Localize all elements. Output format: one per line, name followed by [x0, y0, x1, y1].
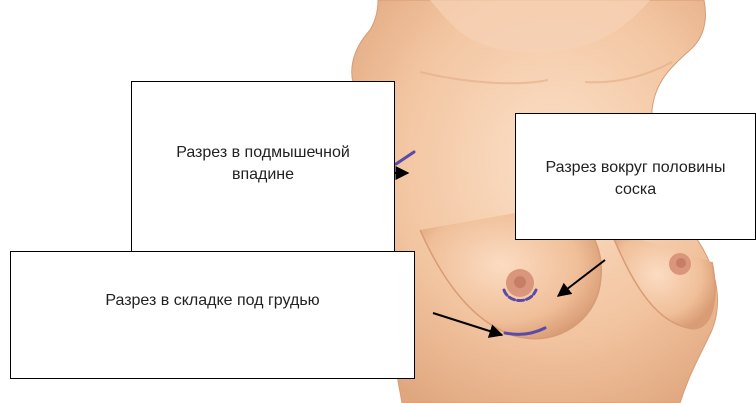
callout-fold: Разрез в складке под грудью	[10, 251, 415, 379]
label-axilla: Разрез в подмышечной впадине	[152, 142, 374, 186]
callout-areola: Разрез вокруг половины соска	[515, 113, 756, 240]
callout-axilla: Разрез в подмышечной впадине	[131, 81, 395, 255]
label-areola: Разрез вокруг половины соска	[530, 157, 741, 201]
label-fold: Разрез в складке под грудью	[105, 290, 319, 312]
nipple-left	[514, 276, 526, 288]
nipple-right	[676, 258, 686, 268]
